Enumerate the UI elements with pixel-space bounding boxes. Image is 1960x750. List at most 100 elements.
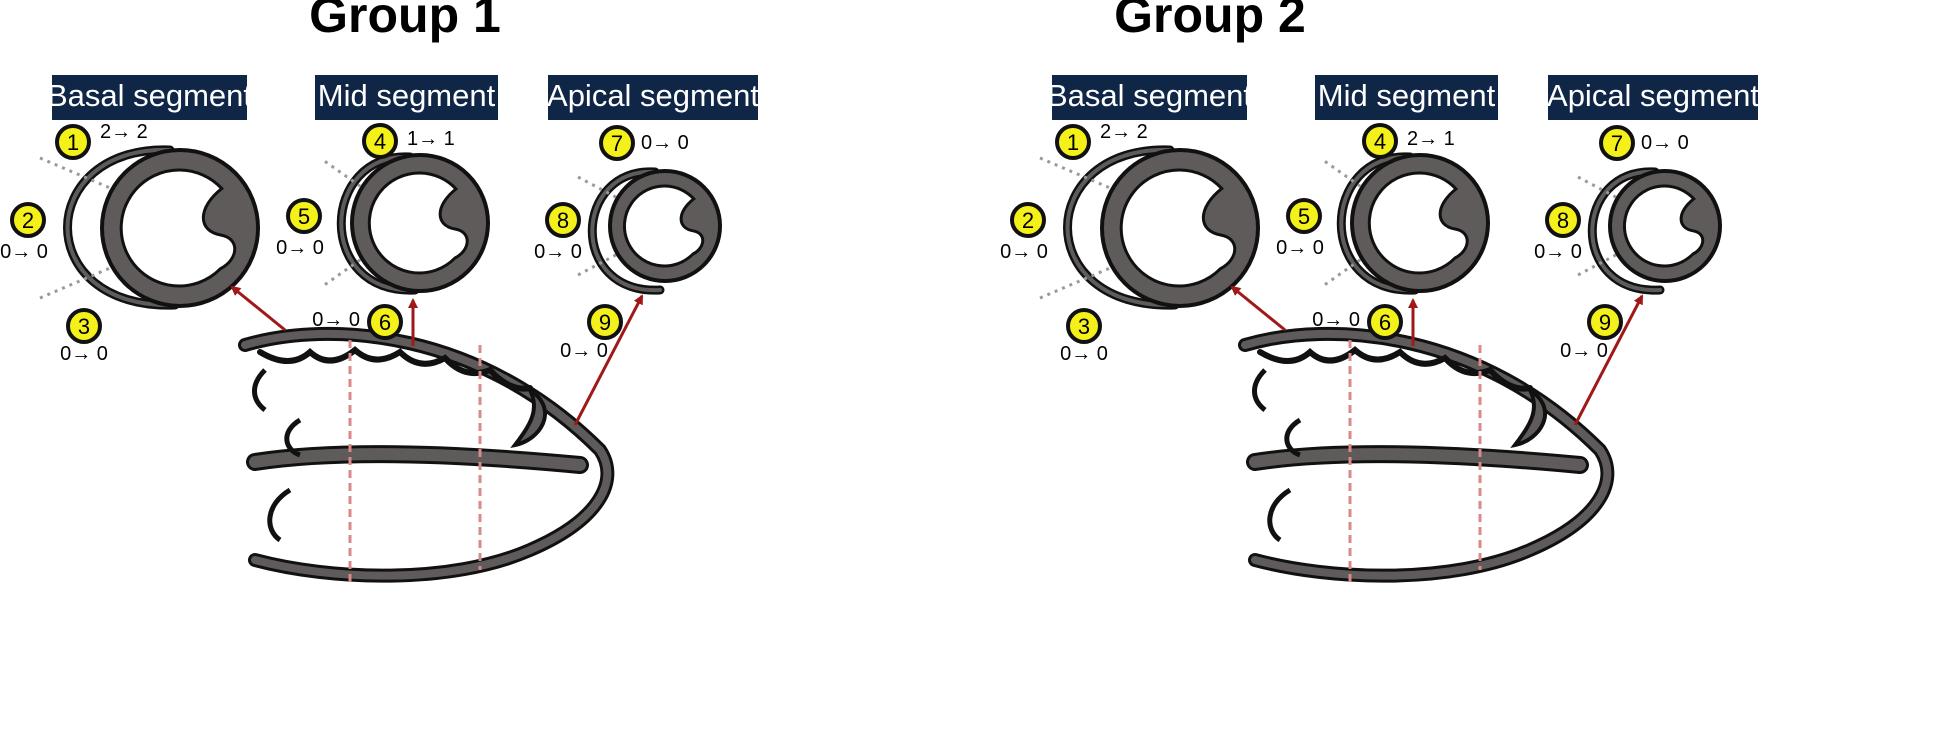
region-badge-8 [1545, 202, 1581, 238]
left-ventricle-cavity [1622, 184, 1705, 268]
group-1-panel: Group 1 Basal segment Mid segment Apical se… [0, 0, 759, 585]
region-number-8: 8 [1557, 208, 1569, 233]
region-score-9: 0→ 0 [560, 340, 608, 362]
left-ventricle-cavity [622, 184, 705, 268]
region-number-2: 2 [22, 208, 34, 233]
segment-label-1: Basal segment [47, 78, 252, 113]
region-score-7: 0→ 0 [641, 132, 689, 154]
segment-label-2: Mid segment [1318, 78, 1496, 113]
septal-boundary-line [39, 261, 123, 300]
septal-boundary-line [1039, 261, 1123, 300]
region-score-4: 1→ 1 [407, 128, 455, 150]
region-number-9: 9 [1599, 310, 1611, 335]
segment-label-box-1 [1052, 75, 1247, 120]
septal-boundary-line [1324, 160, 1370, 194]
region-badge-3 [1066, 308, 1102, 344]
region-badge-8 [545, 202, 581, 238]
septal-boundary-line [1577, 249, 1625, 277]
region-score-2: 0→ 0 [1000, 241, 1048, 263]
region-number-7: 7 [1611, 131, 1623, 156]
septal-boundary-line [1324, 252, 1370, 286]
septal-boundary-line [324, 160, 370, 194]
region-score-8: 0→ 0 [534, 241, 582, 263]
valve-leaflet [1267, 487, 1292, 543]
region-number-3: 3 [1078, 314, 1090, 339]
left-ventricle-cavity [1119, 168, 1237, 288]
region-number-1: 1 [67, 130, 79, 155]
region-badge-4 [1362, 123, 1398, 159]
group-1-title: Group 1 [309, 0, 501, 43]
trabeculae [1257, 346, 1533, 392]
group-2-title: Group 2 [1114, 0, 1306, 43]
region-score-7: 0→ 0 [1641, 132, 1689, 154]
segment-label-box-2 [315, 75, 498, 120]
basal-arrow [1230, 285, 1286, 332]
region-badge-2 [1010, 202, 1046, 238]
region-badge-2 [10, 202, 46, 238]
region-score-6: 0→ 0 [1312, 309, 1360, 331]
apical-arrow [1573, 294, 1644, 426]
region-score-6: 0→ 0 [312, 309, 360, 331]
septal-boundary-line [577, 249, 625, 277]
segment-label-2: Mid segment [318, 78, 496, 113]
valve-leaflet [267, 487, 292, 543]
region-score-2: 0→ 0 [0, 241, 48, 263]
region-score-3: 0→ 0 [60, 343, 108, 365]
group-2-panel: Group 2 Basal segment Mid segment Apical se… [1000, 0, 1759, 585]
segment-label-1: Basal segment [1047, 78, 1252, 113]
region-badge-7 [599, 125, 635, 161]
region-number-5: 5 [298, 204, 310, 229]
segment-label-3: Apical segment [1547, 78, 1759, 113]
region-badge-6 [1367, 304, 1403, 340]
region-badge-9 [1587, 304, 1623, 340]
region-badge-9 [587, 304, 623, 340]
region-badge-3 [66, 308, 102, 344]
region-score-8: 0→ 0 [1534, 241, 1582, 263]
region-score-3: 0→ 0 [1060, 343, 1108, 365]
region-score-9: 0→ 0 [1560, 340, 1608, 362]
region-number-4: 4 [374, 129, 386, 154]
apical-band [1510, 388, 1547, 448]
region-number-9: 9 [599, 310, 611, 335]
region-number-6: 6 [1379, 310, 1391, 335]
region-number-3: 3 [78, 314, 90, 339]
left-ventricle-cavity [119, 168, 237, 288]
region-number-7: 7 [611, 131, 623, 156]
region-badge-5 [1286, 198, 1322, 234]
region-score-5: 0→ 0 [276, 237, 324, 259]
apical-band [510, 388, 547, 448]
region-badge-1 [55, 124, 91, 160]
region-badge-5 [286, 198, 322, 234]
septal-boundary-line [1577, 175, 1625, 203]
segment-label-box-2 [1315, 75, 1498, 120]
segment-label-box-3 [1548, 75, 1758, 120]
septal-boundary-line [577, 175, 625, 203]
region-number-4: 4 [1374, 129, 1386, 154]
apical-arrow [573, 294, 644, 426]
region-number-2: 2 [1022, 208, 1034, 233]
region-badge-6 [367, 304, 403, 340]
valve-leaflet [1284, 417, 1302, 458]
segment-label-3: Apical segment [547, 78, 759, 113]
septal-boundary-line [1039, 156, 1123, 195]
region-number-6: 6 [379, 310, 391, 335]
valve-leaflet [252, 368, 267, 412]
septal-boundary-line [324, 252, 370, 286]
trabeculae [257, 346, 533, 392]
left-ventricle-cavity [1367, 171, 1469, 275]
valve-leaflet [284, 417, 302, 458]
septal-boundary-line [39, 156, 123, 195]
region-badge-7 [1599, 125, 1635, 161]
basal-arrow [230, 285, 286, 332]
valve-leaflet [1252, 368, 1267, 412]
segment-label-box-3 [548, 75, 758, 120]
region-number-1: 1 [1067, 130, 1079, 155]
region-number-5: 5 [1298, 204, 1310, 229]
region-badge-1 [1055, 124, 1091, 160]
region-number-8: 8 [557, 208, 569, 233]
region-score-1: 2→ 2 [100, 121, 148, 143]
segment-label-box-1 [52, 75, 247, 120]
region-score-1: 2→ 2 [1100, 121, 1148, 143]
left-ventricle-cavity [367, 171, 469, 275]
